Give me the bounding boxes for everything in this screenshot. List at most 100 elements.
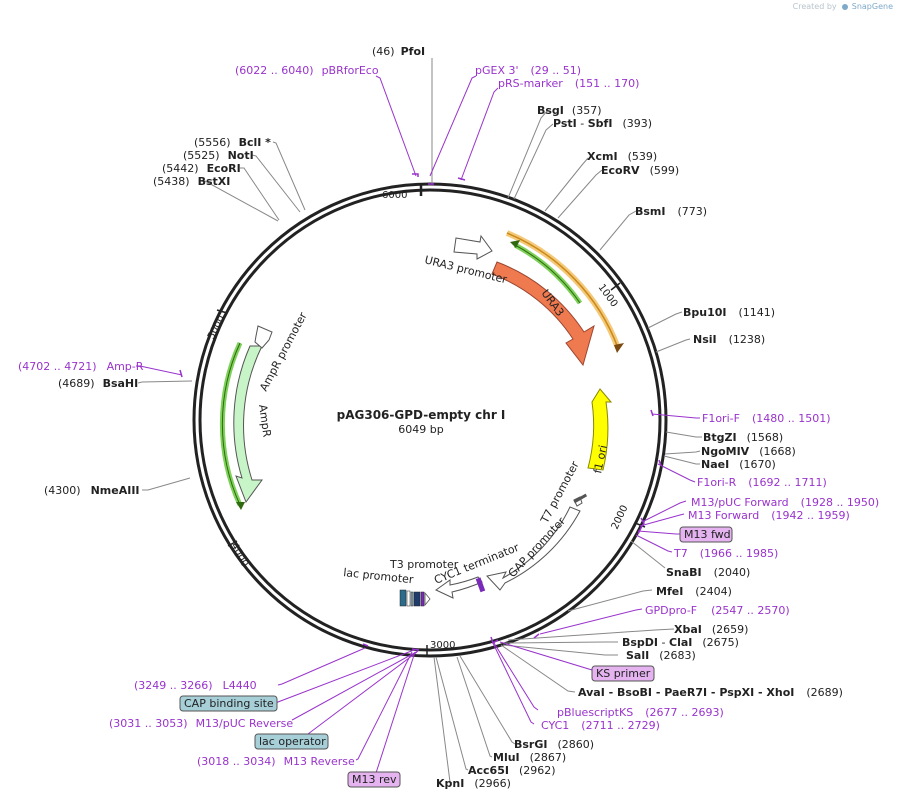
- credit-brand: SnapGene: [851, 2, 893, 11]
- enzyme-site: (46)PfoI: [372, 45, 425, 58]
- ampr-promoter-arrow: [254, 325, 273, 349]
- primer-line: [375, 75, 417, 177]
- enzyme-site: (4300)NmeAIII: [44, 484, 140, 497]
- enzyme-site: (4689)BsaHI: [58, 377, 138, 390]
- enzyme-line: [599, 210, 637, 251]
- enzyme-line: [664, 450, 701, 455]
- box-ks-primer-label: KS primer: [596, 667, 651, 680]
- tick-label: 3000: [430, 640, 455, 651]
- backbone-inner: [198, 188, 662, 652]
- box-m13-rev-label: M13 rev: [352, 773, 397, 786]
- enzyme-site: PstI - SbfI(393): [553, 117, 652, 130]
- lac-block-2: [406, 590, 411, 607]
- tick-line: [634, 522, 646, 528]
- primer-site: pRS-marker(151 .. 170): [498, 77, 639, 90]
- primer-site: pGEX 3'(29 .. 51): [475, 64, 581, 77]
- primer-site: F1ori-R(1692 .. 1711): [697, 476, 827, 489]
- f1-ori-arrow: [587, 388, 613, 471]
- box-lac-operator: [254, 733, 329, 750]
- enzyme-site: Acc65I(2962): [468, 764, 556, 777]
- ampr-label: AmpR: [256, 404, 273, 439]
- enzyme-line: [272, 141, 306, 211]
- plasmid-name: pAG306-GPD-empty chr I: [337, 408, 506, 422]
- primer-line: [460, 87, 499, 181]
- enzyme-line: [500, 644, 576, 693]
- primer-marks: [179, 173, 662, 651]
- primer-mark: [533, 633, 540, 639]
- primer-site: pBluescriptKS(2677 .. 2693): [557, 706, 724, 719]
- primer-mark: [490, 636, 499, 645]
- tick-label: 2000: [610, 504, 631, 532]
- enzyme-line: [503, 641, 618, 644]
- enzyme-line: [507, 628, 675, 641]
- box-m13-fwd: [679, 526, 733, 543]
- enzyme-line: [665, 431, 702, 438]
- enzyme-site: NgoMIV(1668): [701, 445, 796, 458]
- ura3-promoter-label: URA3 promoter: [423, 253, 508, 286]
- ampr-band-arrowhead: [236, 502, 245, 510]
- enzyme-site: SalI(2683): [626, 649, 696, 662]
- snapgene-credit: Created by SnapGene: [793, 2, 893, 11]
- primer-mark: [658, 459, 662, 467]
- ampr-promoter-label: AmpR promoter: [257, 310, 310, 394]
- primer-mark: [179, 369, 183, 378]
- enzyme-site: (5556)BclI *: [194, 136, 271, 149]
- ura3-band-arrowhead: [614, 343, 624, 353]
- box-m13-rev: [347, 771, 401, 788]
- t3-promoter-label: T3 promoter: [389, 558, 459, 571]
- primer-line: [635, 534, 673, 553]
- lac-block-3: [410, 591, 414, 607]
- primer-mark: [412, 173, 419, 177]
- enzyme-line: [251, 154, 301, 213]
- tick-label: 6000: [382, 190, 407, 201]
- primer-line: [499, 641, 597, 674]
- tick-line: [216, 309, 228, 314]
- lac-block-4: [413, 591, 421, 607]
- primer-line: [355, 651, 413, 761]
- primer-line: [297, 651, 418, 742]
- primer-mark: [650, 409, 654, 417]
- primer-site: T7(1966 .. 1985): [673, 547, 778, 560]
- t7-promoter-bar: [573, 493, 588, 504]
- enzyme-site: NsiI(1238): [693, 333, 765, 346]
- enzyme-line: [240, 167, 280, 221]
- enzyme-site: BspDI - ClaI(2675): [622, 636, 739, 649]
- enzyme-site: BsrGI(2860): [514, 738, 594, 751]
- primer-line: [657, 463, 696, 483]
- lac-block-arrow: [424, 591, 431, 607]
- ura3-band-green-arrowhead: [510, 240, 520, 248]
- enzyme-line: [435, 656, 469, 771]
- primer-mark: [411, 648, 420, 651]
- enzyme-site: MluI(2867): [493, 751, 566, 764]
- cyc1-terminator-arrow: [435, 576, 483, 599]
- ampr-band-green-edge: [221, 342, 241, 506]
- primer-line: [651, 413, 700, 419]
- tick-label: 4000: [228, 541, 250, 569]
- enzyme-site: XcmI(539): [587, 150, 657, 163]
- enzyme-line: [567, 589, 653, 612]
- enzyme-line: [507, 109, 549, 199]
- tick-line: [610, 282, 621, 291]
- enzyme-line: [137, 380, 193, 384]
- enzyme-site: (5438)BstXI: [153, 175, 230, 188]
- primer-labels: (6022 .. 6040)pBRforEco pGEX 3'(29 .. 51…: [18, 64, 879, 768]
- primer-line: [429, 75, 477, 177]
- plasmid-size: 6049 bp: [398, 423, 443, 436]
- lac-cluster: [399, 589, 431, 607]
- primer-line: [493, 642, 539, 711]
- lac-block-1: [399, 589, 407, 607]
- primer-mark: [637, 517, 645, 535]
- enzyme-line: [630, 540, 666, 569]
- enzyme-site: KpnI(2966): [436, 777, 511, 790]
- box-m13-fwd-label: M13 fwd: [684, 528, 731, 541]
- primer-line: [291, 650, 419, 721]
- enzyme-line: [655, 338, 691, 353]
- enzyme-line: [502, 644, 618, 656]
- primer-site: (3249 .. 3266)L4440: [134, 679, 257, 692]
- primer-site: F1ori-F(1480 .. 1501): [702, 412, 831, 425]
- primer-line: [539, 608, 643, 635]
- enzyme-lines: [137, 58, 702, 784]
- primer-line: [637, 530, 680, 535]
- box-cap-binding: [179, 695, 278, 712]
